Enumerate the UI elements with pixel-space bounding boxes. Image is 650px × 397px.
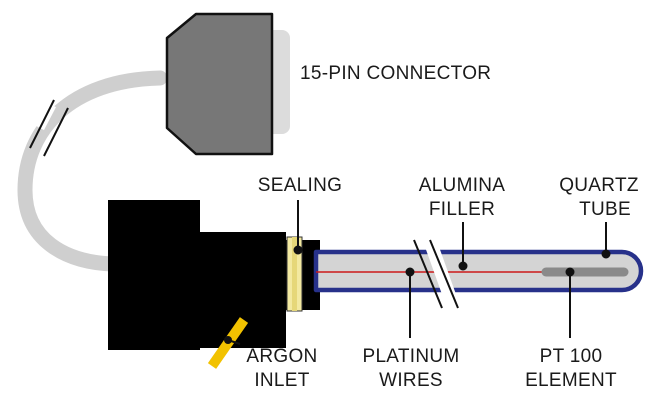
label-connector: 15-PIN CONNECTOR: [300, 63, 491, 84]
label-sealing: SEALING: [258, 175, 342, 196]
cable: [17, 70, 168, 272]
tube-break-icon: [413, 239, 459, 309]
label-platinum-line1: PLATINUM: [362, 346, 459, 367]
connector-body: [165, 12, 274, 156]
label-argon-line1: ARGON: [246, 346, 317, 367]
label-pt100-line2: ELEMENT: [525, 370, 617, 391]
label-pt100-line1: PT 100: [540, 346, 603, 367]
label-quartz-line2: TUBE: [579, 199, 631, 220]
label-alumina-line1: ALUMINA: [419, 175, 506, 196]
quartz-tube: [313, 249, 644, 293]
leader-lines: [224, 200, 611, 345]
connector: [165, 12, 290, 156]
label-platinum-line2: WIRES: [379, 370, 443, 391]
cable-break-icon: [29, 99, 69, 157]
label-argon-line2: INLET: [254, 370, 309, 391]
label-quartz-line1: QUARTZ: [559, 175, 639, 196]
label-alumina-line2: FILLER: [429, 199, 495, 220]
